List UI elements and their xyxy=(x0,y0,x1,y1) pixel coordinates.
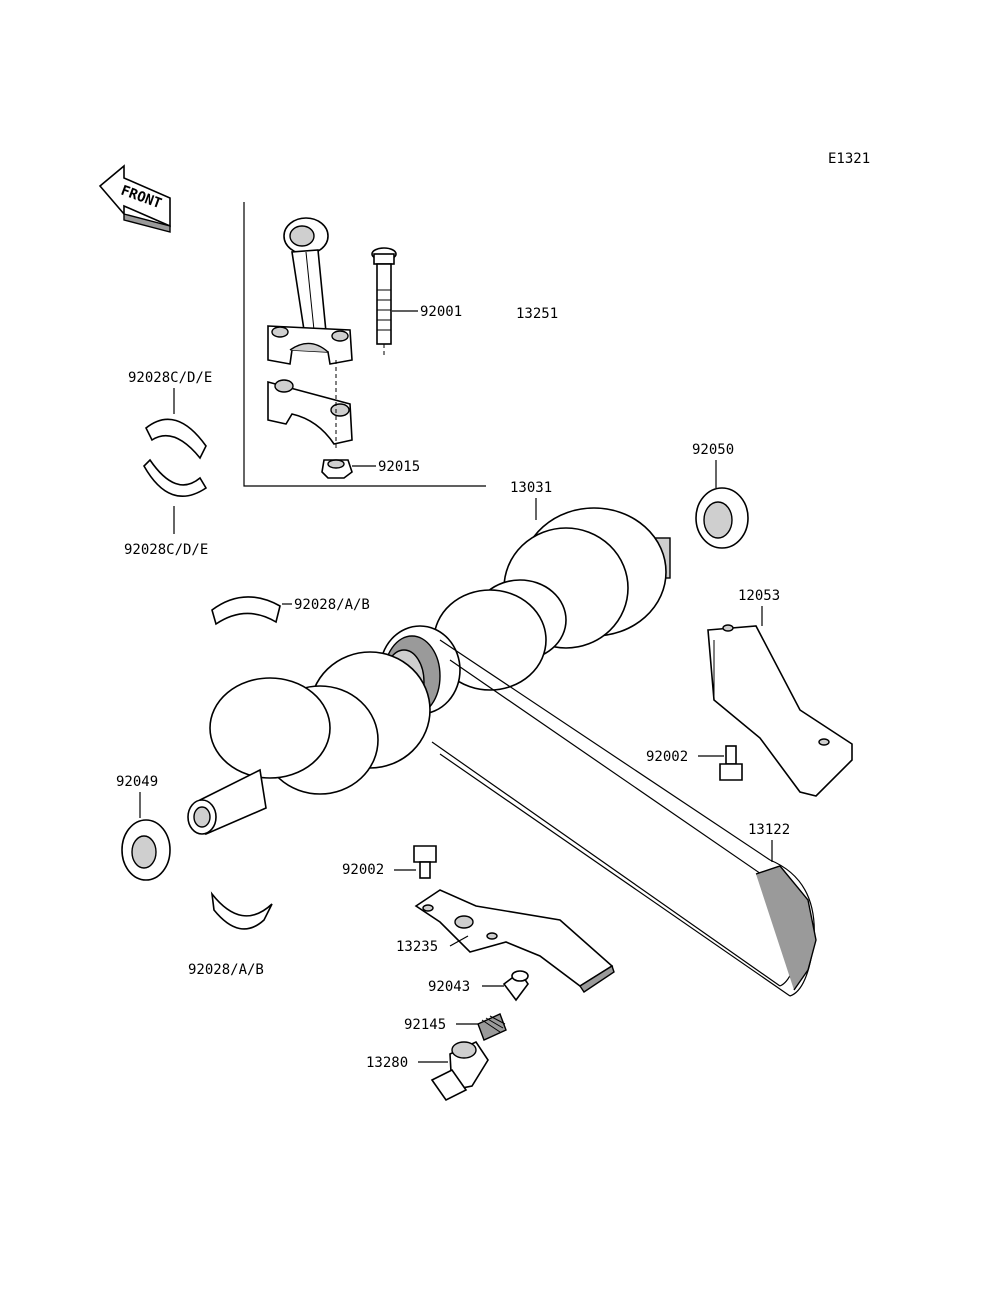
connecting-rod xyxy=(267,217,353,365)
oil-seal-right xyxy=(695,487,749,549)
diagram-code: E1321 xyxy=(828,151,870,167)
oil-seal-left xyxy=(121,819,171,881)
label-92015: 92015 xyxy=(378,459,420,475)
main-bearing-lower xyxy=(210,891,273,930)
label-92043: 92043 xyxy=(428,979,470,995)
bracket-bolt xyxy=(719,745,743,781)
label-13251: 13251 xyxy=(516,306,558,322)
label-92001: 92001 xyxy=(420,304,462,320)
label-13031: 13031 xyxy=(510,480,552,496)
rod-bearing-lower xyxy=(143,458,208,497)
chain-tensioner xyxy=(414,889,615,993)
rod-bolt xyxy=(371,247,397,358)
tensioner-plunger xyxy=(502,970,529,1002)
label-92145: 92145 xyxy=(404,1017,446,1033)
rod-nut xyxy=(321,459,353,479)
label-92028cde-top: 92028C/D/E xyxy=(128,370,212,386)
label-13235: 13235 xyxy=(396,939,438,955)
chain-guide-bracket xyxy=(707,624,853,797)
crankshaft xyxy=(187,507,671,836)
label-13122: 13122 xyxy=(748,822,790,838)
label-92028cde-bottom: 92028C/D/E xyxy=(124,542,208,558)
tensioner-holder xyxy=(430,1040,489,1102)
label-92002-right: 92002 xyxy=(646,749,688,765)
tensioner-spring xyxy=(477,1013,507,1041)
connecting-rod-cap xyxy=(267,379,353,445)
label-12053: 12053 xyxy=(738,588,780,604)
front-arrow-icon: FRONT xyxy=(98,164,171,233)
conrod-assembly-bracket xyxy=(243,202,486,487)
label-92002-left: 92002 xyxy=(342,862,384,878)
label-92049: 92049 xyxy=(116,774,158,790)
tensioner-bolt xyxy=(413,845,437,879)
main-bearing-upper xyxy=(211,596,281,626)
cam-chain xyxy=(431,639,817,997)
label-92028ab-bottom: 92028/A/B xyxy=(188,962,264,978)
rod-bearing-upper xyxy=(144,418,207,460)
label-92028ab-top: 92028/A/B xyxy=(294,597,370,613)
label-92050: 92050 xyxy=(692,442,734,458)
label-13280: 13280 xyxy=(366,1055,408,1071)
